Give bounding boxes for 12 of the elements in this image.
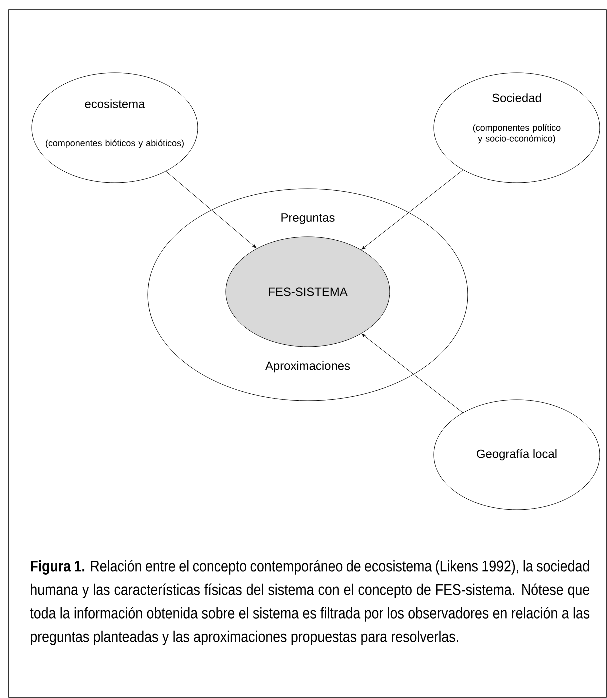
node-label: Preguntas: [282, 214, 335, 224]
node-note: Aproximaciones: [265, 361, 350, 373]
node-label: Geografía local: [477, 449, 557, 461]
node-label: Sociedad: [492, 94, 542, 102]
arrow: [166, 171, 257, 248]
node-label: FES-SISTEMA: [269, 288, 348, 296]
node-label: ecosistema: [85, 100, 146, 108]
arrow: [362, 334, 464, 414]
figure-caption: Figura 1. Relación entre el concepto contemporáneo de ecosistema (Likens 1992), la sociedad humana y las características físicas del sistema con el concepto de FES-sistema. Nótese que toda la información obtenida sobre el sistema es filtrada por los observadores en relación a las preguntas planteadas y las aproximaciones propuestas para resolverlas.: [30, 560, 590, 646]
node-note: (componentes político y socio-económico): [473, 124, 561, 144]
arrow: [362, 170, 464, 250]
node-note: (componentes bióticos y abióticos): [46, 140, 184, 148]
